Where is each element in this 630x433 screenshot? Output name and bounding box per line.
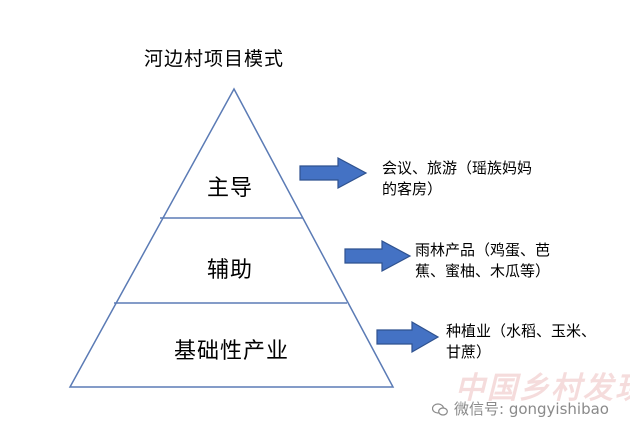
wechat-id-text: 微信号: gongyishibao: [454, 400, 609, 418]
arrow-right-icon: [376, 320, 440, 354]
pyramid-level-label-bottom: 基础性产业: [174, 339, 290, 364]
description-line: 甘蔗）: [446, 343, 492, 361]
description-line: 雨林产品（鸡蛋、芭: [415, 241, 551, 259]
description-line: 种植业（水稻、玉米、: [446, 322, 597, 340]
wechat-icon: [432, 403, 448, 416]
arrow-right-icon: [344, 239, 412, 273]
diagram-title: 河边村项目模式: [144, 48, 285, 70]
description-line: 蕉、蜜柚、木瓜等）: [415, 262, 551, 280]
pyramid-level-label-middle: 辅助: [207, 258, 254, 283]
level-description-bottom: 种植业（水稻、玉米、 甘蔗）: [446, 321, 596, 363]
level-description-top: 会议、旅游（瑶族妈妈 的客房）: [382, 158, 532, 200]
description-line: 会议、旅游（瑶族妈妈: [382, 159, 533, 177]
wechat-watermark: 微信号: gongyishibao: [432, 398, 609, 419]
level-description-middle: 雨林产品（鸡蛋、芭 蕉、蜜柚、木瓜等）: [415, 240, 550, 282]
pyramid-outline: [68, 87, 395, 388]
description-line: 的客房）: [382, 180, 443, 198]
arrow-right-icon: [299, 156, 368, 190]
watermark-logo: 中国乡村发现网: [455, 371, 630, 406]
pyramid-level-label-top: 主导: [207, 176, 254, 201]
